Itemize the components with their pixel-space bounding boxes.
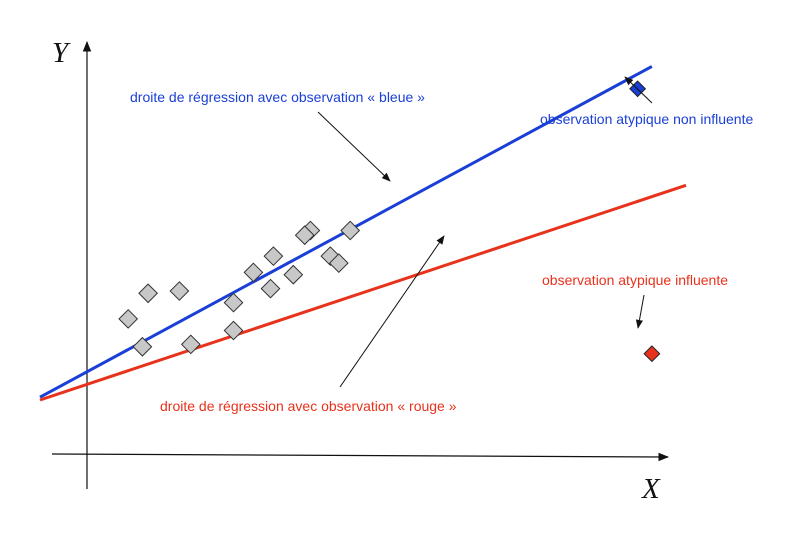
data-point-diamond	[340, 220, 361, 241]
data-point-diamond	[260, 278, 281, 299]
x-axis	[51, 452, 670, 462]
red-outlier-point	[643, 345, 661, 363]
red-line-label: droite de régression avec observation « …	[160, 398, 457, 414]
red-line-pointer-arrow	[339, 235, 445, 388]
data-points	[118, 80, 661, 363]
data-point-diamond	[169, 281, 190, 301]
x-axis-label: X	[641, 473, 661, 505]
red-regression-line	[39, 183, 687, 402]
data-point-diamond	[263, 246, 284, 266]
data-point-diamond	[294, 225, 315, 246]
data-point-diamond	[223, 320, 244, 341]
data-point-diamond	[138, 283, 158, 304]
blue-point-pointer-arrow	[624, 76, 653, 104]
data-point-diamond	[243, 262, 264, 283]
blue-point-label: observation atypique non influente	[540, 111, 753, 127]
data-point-diamond	[283, 264, 304, 285]
data-point-diamond	[118, 309, 139, 329]
blue-line-label: droite de régression avec observation « …	[130, 89, 425, 105]
red-point-label: observation atypique influente	[542, 272, 728, 288]
data-point-diamond	[180, 334, 201, 355]
red-point-pointer-arrow	[635, 294, 645, 329]
data-point-diamond	[223, 292, 244, 313]
data-point-diamond	[328, 253, 349, 273]
data-point-diamond	[132, 336, 153, 357]
y-axis-label: Y	[52, 37, 71, 69]
blue-line-pointer-arrow	[317, 111, 391, 182]
